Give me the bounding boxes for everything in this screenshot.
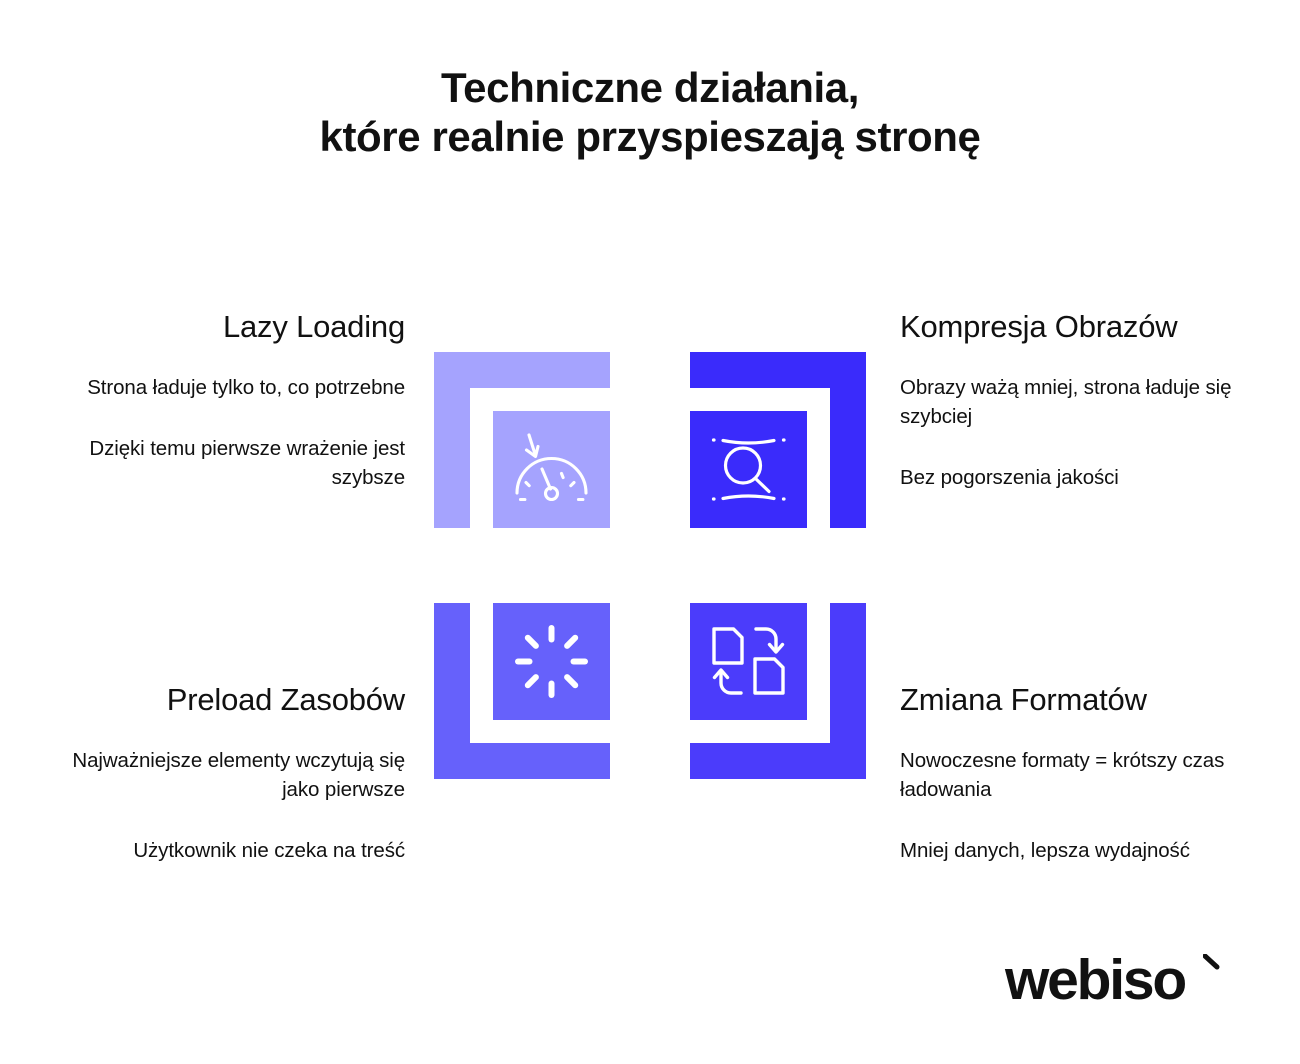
- feature-text-preload: Preload Zasobów Najważniejsze elementy w…: [45, 681, 405, 866]
- bracket-bar-horizontal-lazy: [434, 352, 610, 388]
- bracket-bar-horizontal-kompresja: [690, 352, 866, 388]
- page-title: Techniczne działania, które realnie przy…: [0, 64, 1300, 161]
- bracket-bar-horizontal-preload: [434, 743, 610, 779]
- icon-group-lazy: [434, 352, 610, 528]
- feature-title-kompresja: Kompresja Obrazów: [900, 309, 1178, 344]
- page-title-line-1: Techniczne działania,: [441, 64, 859, 111]
- icon-group-kompresja: [690, 352, 866, 528]
- feature-body-preload-2: Użytkownik nie czeka na treść: [133, 839, 405, 863]
- page-title-line-2: które realnie przyspieszają stronę: [319, 112, 981, 160]
- loading-spinner-icon: [493, 603, 610, 720]
- bracket-bar-horizontal-zmiana: [690, 743, 866, 779]
- icon-tile-preload: [493, 603, 610, 720]
- icon-tile-zmiana: [690, 603, 807, 720]
- feature-body-lazy-1: Strona ładuje tylko to, co potrzebne: [87, 376, 405, 400]
- icon-tile-lazy: [493, 411, 610, 528]
- feature-title-preload: Preload Zasobów: [166, 682, 405, 717]
- brand-logo-text: webiso: [1005, 948, 1187, 1012]
- file-convert-icon: [690, 603, 807, 720]
- tick-accent-icon: [1203, 954, 1220, 970]
- feature-text-kompresja: Kompresja Obrazów Obrazy ważą mniej, str…: [900, 308, 1260, 493]
- brand-logo[interactable]: webiso: [1005, 952, 1220, 1014]
- feature-body-kompresja-1: Obrazy ważą mniej, strona ładuje się szy…: [900, 376, 1232, 429]
- feature-text-zmiana: Zmiana Formatów Nowoczesne formaty = kró…: [900, 681, 1260, 866]
- feature-body-zmiana-1: Nowoczesne formaty = krótszy czas ładowa…: [900, 749, 1225, 802]
- feature-title-zmiana: Zmiana Formatów: [900, 682, 1147, 717]
- feature-body-lazy-2: Dzięki temu pierwsze wrażenie jest szybs…: [89, 437, 405, 490]
- feature-text-lazy: Lazy Loading Strona ładuje tylko to, co …: [45, 308, 405, 493]
- feature-body-kompresja-2: Bez pogorszenia jakości: [900, 466, 1119, 490]
- feature-body-zmiana-2: Mniej danych, lepsza wydajność: [900, 839, 1190, 863]
- gauge-download-icon: [493, 411, 610, 528]
- magnifier-compress-icon: [690, 411, 807, 528]
- feature-title-lazy: Lazy Loading: [222, 309, 405, 344]
- feature-body-preload-1: Najważniejsze elementy wczytują się jako…: [72, 749, 405, 802]
- icon-tile-kompresja: [690, 411, 807, 528]
- icon-group-zmiana: [690, 603, 866, 779]
- icon-group-preload: [434, 603, 610, 779]
